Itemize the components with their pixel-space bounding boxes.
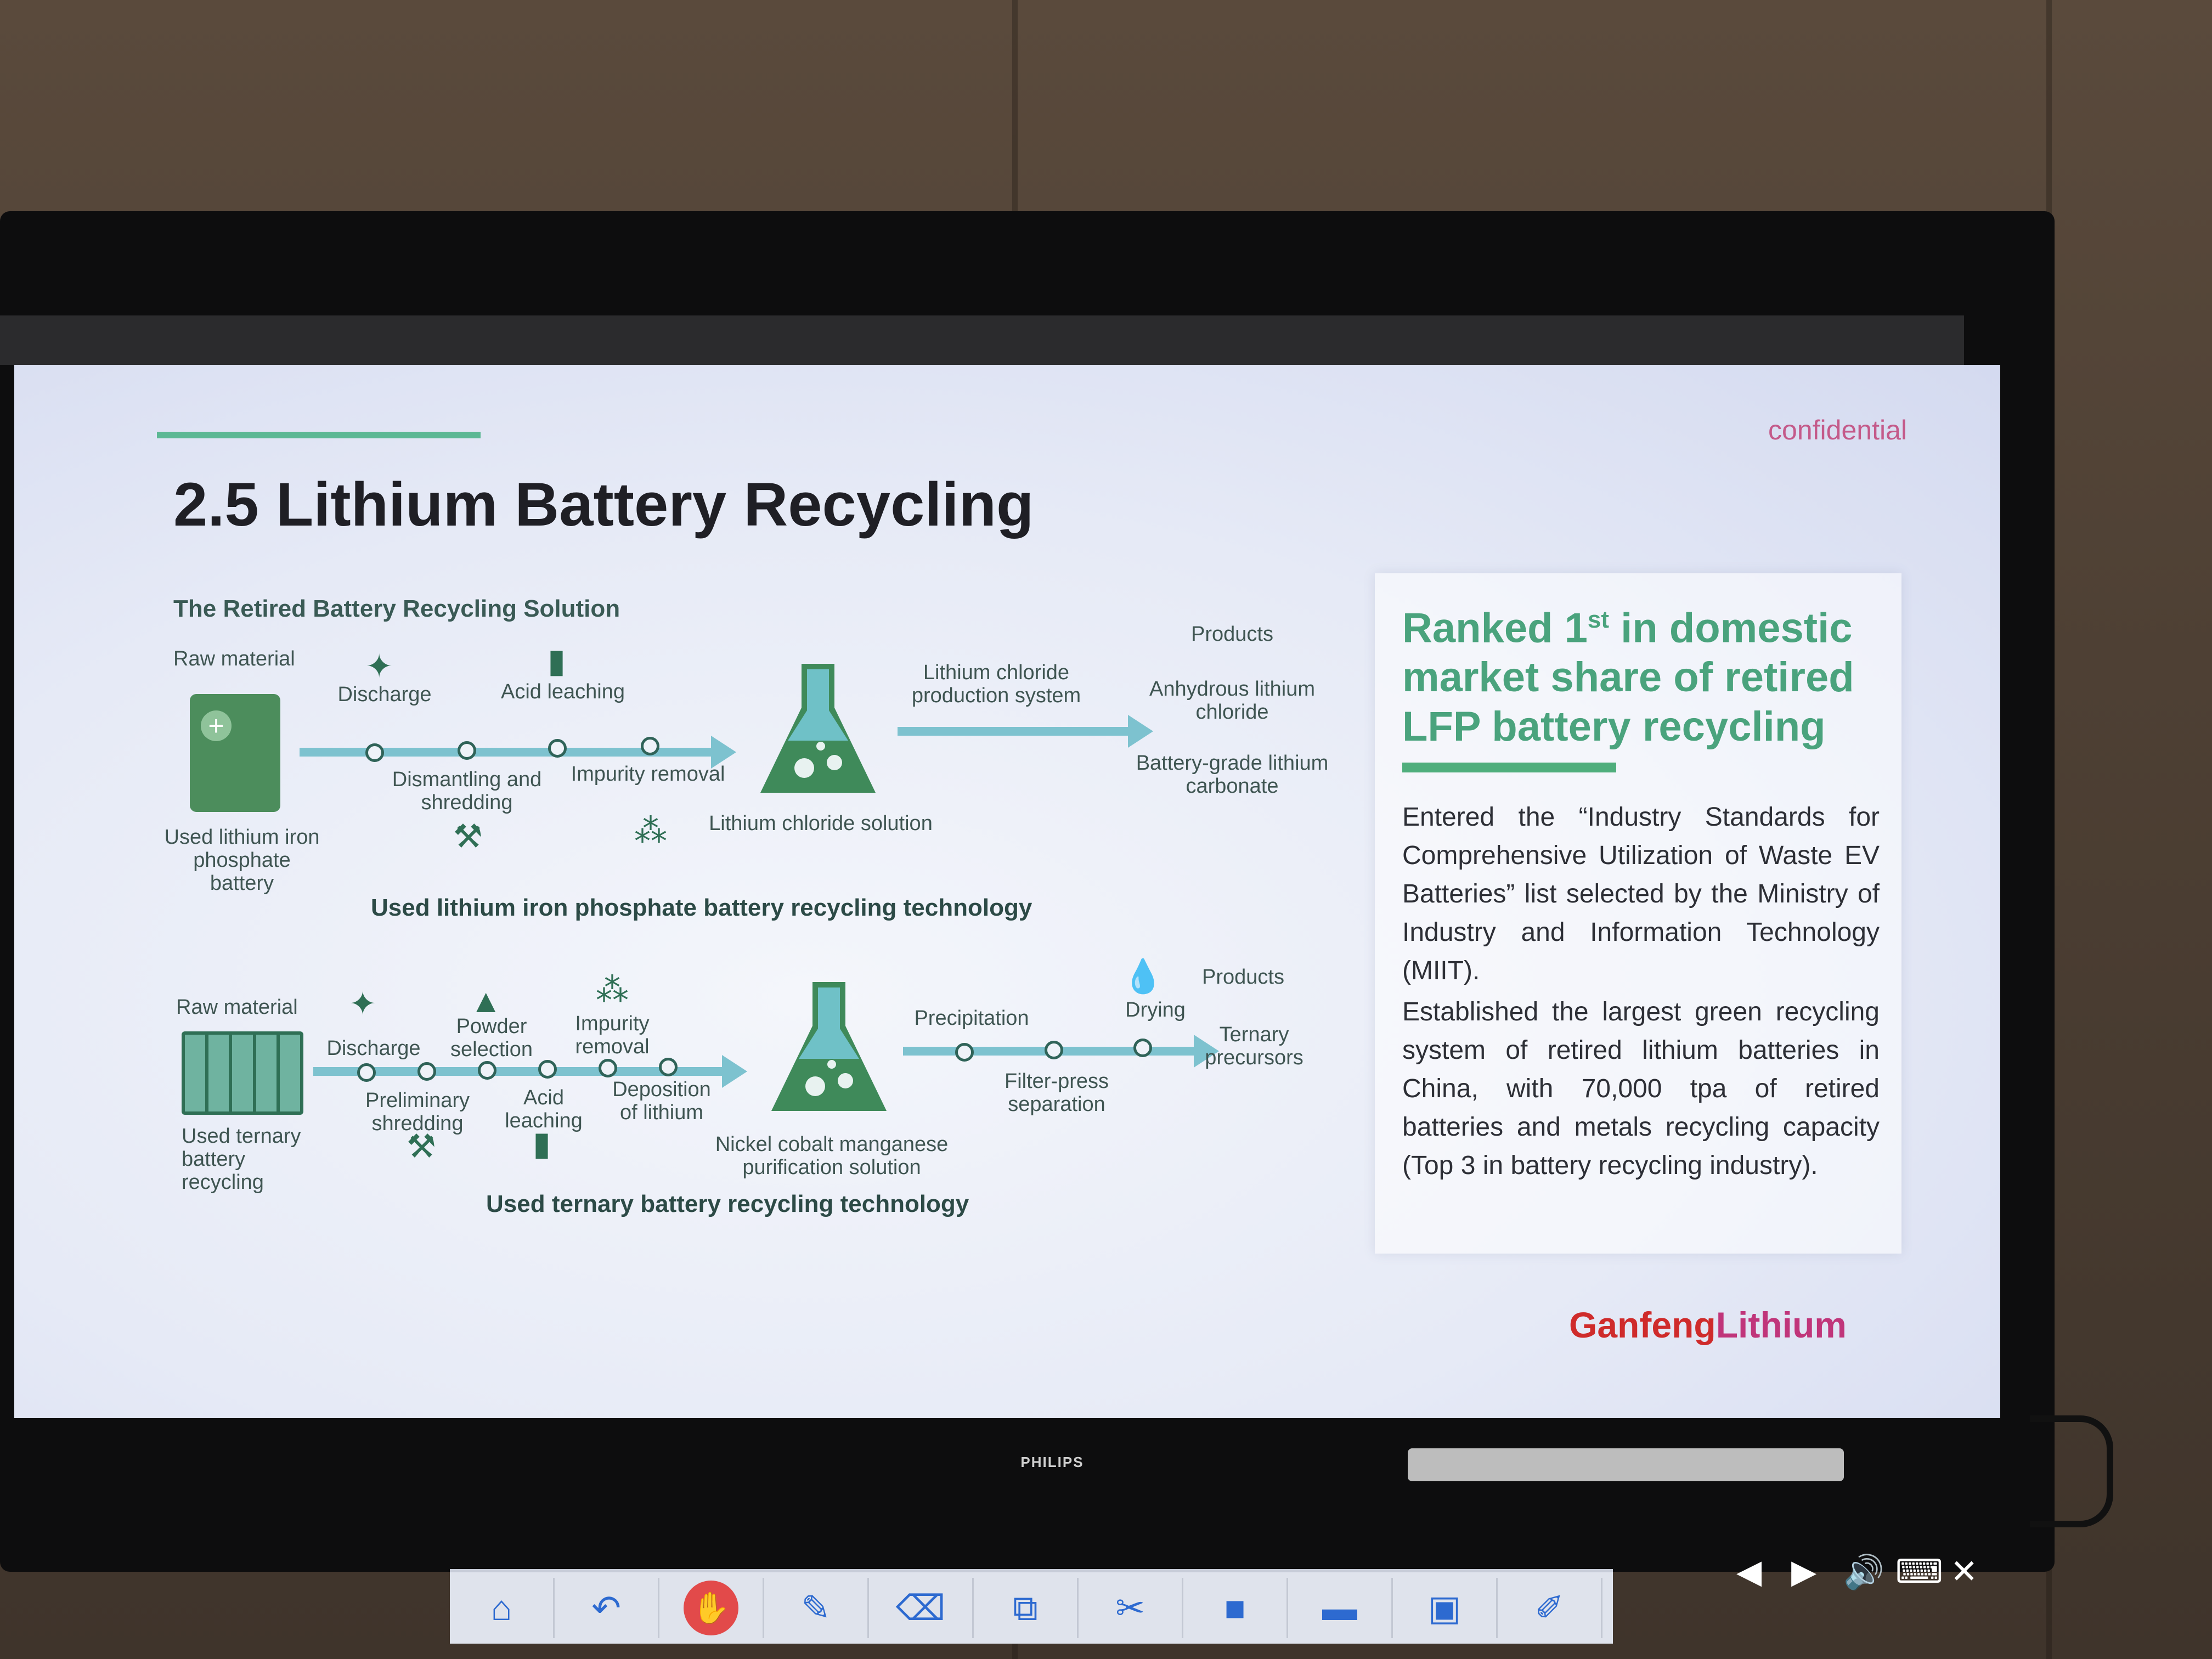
undo-icon[interactable]: ↶ [555,1578,659,1638]
lfp-system-label: Lithium chloride production system [911,661,1081,707]
acid-bottle-icon: ▮ [548,642,566,679]
monitor: confidential 2.5 Lithium Battery Recycli… [0,211,2055,1644]
monitor-stand [1408,1448,1844,1481]
lfp-flow-arrow [711,736,736,769]
lfp-system-arrow [1128,715,1153,748]
slide-title: 2.5 Lithium Battery Recycling [173,470,1034,539]
sparkle-icon: ✦ [365,648,393,685]
lfp-system-line [898,727,1133,736]
sparkle-icon: ✦ [349,985,377,1022]
company-logo: GanfengLithium [1569,1305,1847,1345]
flow-node [365,743,384,762]
ternary-step-drying: Drying [1125,998,1186,1022]
ternary-step-deposition: Deposition of lithium [612,1078,711,1124]
lfp-product-item: Anhydrous lithium chloride [1149,678,1316,724]
lfp-step-acid-leaching: Acid leaching [500,680,625,703]
ternary-step-acid-leaching: Acid leaching [505,1086,583,1132]
flow-node [417,1062,436,1081]
acid-bottle-icon: ▮ [533,1125,551,1162]
folder-icon[interactable]: ▬ [1288,1578,1393,1638]
highlight-panel: Ranked 1st in domestic market share of r… [1375,573,1901,1254]
ternary-product-item: Ternary precursors [1205,1023,1304,1069]
ternary-flow-arrow [722,1055,747,1088]
panel-title: Ranked 1st in domestic market share of r… [1402,605,1854,751]
lfp-step-dismantling: Dismantling and shredding [392,768,542,814]
presentation-slide: confidential 2.5 Lithium Battery Recycli… [14,365,2000,1418]
hammer-icon: ⚒ [453,818,483,855]
crop-icon[interactable]: ⧉ [974,1578,1079,1638]
power-cable [2030,1415,2113,1527]
flow-node [357,1063,376,1082]
next-icon[interactable]: ▶ [1791,1553,1817,1590]
edit-icon[interactable]: ✐ [1498,1578,1602,1638]
ternary-step-precipitation: Precipitation [914,1007,1029,1030]
ternary-raw-material-label: Raw material [176,996,298,1019]
panel-paragraph-2: Established the largest green recycling … [1402,997,1880,1180]
ternary-flask-icon [771,982,887,1111]
flow-node [458,741,476,760]
close-icon[interactable]: ✕ [1950,1553,1978,1590]
screen-top-bar [0,315,1964,365]
lfp-product-item: Battery-grade lithium carbonate [1136,752,1329,798]
volume-icon[interactable]: 🔊 [1843,1554,1884,1590]
flow-node [548,739,567,758]
flow-node [1133,1039,1152,1057]
ternary-step-discharge: Discharge [326,1037,421,1060]
lfp-raw-material-label: Raw material [173,647,295,670]
hand-icon: ✋ [684,1581,738,1635]
lfp-products-header: Products [1191,623,1273,646]
lfp-battery-icon: + [190,694,280,812]
title-accent-bar [157,432,481,438]
keyboard-icon[interactable]: ⌨ [1895,1553,1943,1590]
lfp-step-impurity-removal: Impurity removal [571,763,725,786]
particles-icon: ⁂ [634,812,667,849]
panel-paragraph-1: Entered the “Industry Standards for Comp… [1402,803,1880,985]
square-icon[interactable]: ■ [1183,1578,1288,1638]
confidential-label: confidential [1768,415,1907,445]
panel-accent-bar [1402,763,1616,772]
particles-icon: ⁂ [596,972,629,1008]
hand-tool-button[interactable]: ✋ [659,1578,764,1638]
hammer-icon: ⚒ [407,1128,436,1165]
ternary-post-arrow [1194,1035,1219,1068]
powder-icon: ▲ [470,983,503,1019]
ternary-battery-icon [182,1031,303,1115]
flow-node [955,1043,974,1062]
ternary-step-preliminary-shredding: Preliminary shredding [365,1089,470,1135]
eraser-icon[interactable]: ⌫ [869,1578,974,1638]
lfp-flow-line [300,748,716,757]
flow-node [599,1059,617,1077]
annotation-toolbar: ⌂ ↶ ✋ ✎ ⌫ ⧉ ✂ ■ ▬ ▣ ✐ [450,1569,1613,1644]
lfp-caption: Used lithium iron phosphate battery recy… [371,894,1032,921]
ternary-caption: Used ternary battery recycling technolog… [486,1190,969,1217]
ternary-step-filter-press: Filter-press separation [1004,1070,1109,1116]
lfp-battery-label: Used lithium iron phosphate battery [164,826,320,895]
monitor-brand: PHILIPS [1020,1454,1084,1470]
flow-node [478,1061,496,1080]
previous-icon[interactable]: ◀ [1736,1553,1762,1590]
slide-subtitle: The Retired Battery Recycling Solution [173,595,620,622]
flow-node [659,1058,678,1076]
flow-node [1045,1041,1063,1059]
ternary-products-header: Products [1202,966,1284,989]
home-icon[interactable]: ⌂ [450,1578,555,1638]
ternary-step-impurity-removal: Impurity removal [575,1012,650,1058]
battery-plus-icon: + [201,710,232,741]
ternary-solution-label: Nickel cobalt manganese purification sol… [715,1133,949,1179]
flow-node [641,737,659,755]
ternary-flow-line [313,1067,727,1076]
pen-icon[interactable]: ✎ [764,1578,869,1638]
save-icon[interactable]: ▣ [1393,1578,1498,1638]
lfp-step-discharge: Discharge [337,683,432,706]
ternary-step-powder-selection: Powder selection [450,1015,533,1061]
flow-node [538,1060,557,1079]
lfp-flask-icon [760,664,876,793]
scissors-icon[interactable]: ✂ [1079,1578,1183,1638]
lfp-solution-label: Lithium chloride solution [709,812,933,835]
ternary-battery-label: Used ternary battery recycling [182,1125,301,1194]
drop-icon: 💧 [1122,958,1164,995]
